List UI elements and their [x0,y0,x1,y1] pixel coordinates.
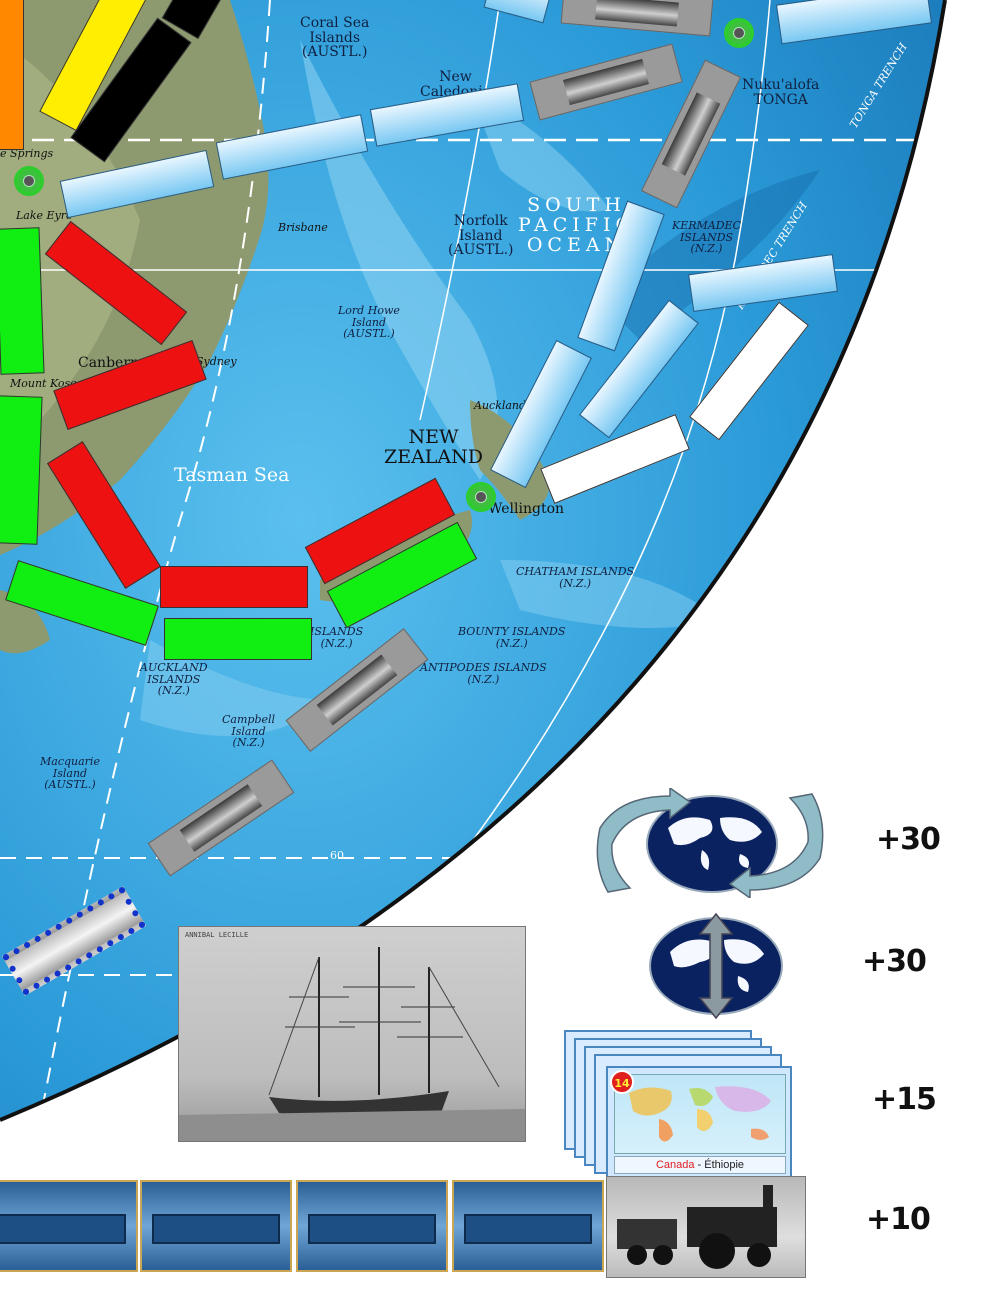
train-car-card[interactable] [140,1180,292,1272]
label-latitude-60: 60 [330,849,344,862]
label-south-pacific-ocean: SOUTH PACIFIC OCEAN [518,194,636,256]
label-wellington: Wellington [488,501,565,517]
longest-train-bonus-points: +10 [866,1202,931,1237]
label-mount-kosciuszko: Mount Kosc [10,377,77,390]
route-orange[interactable] [0,0,24,150]
label-nz-islands-partial: ISLANDS (N.Z.) [310,625,364,650]
ship-photo: ANNIBAL LECILLE [178,926,526,1142]
city-tonga[interactable] [724,18,754,48]
route-green-b[interactable] [0,395,43,545]
locomotive-icon [617,1185,777,1269]
circumnavigation-bonus-points: +30 [876,822,941,857]
label-lake-eyre: Lake Eyre [16,209,73,222]
city-alice-springs[interactable] [14,166,44,196]
ticket-world-map [614,1074,786,1154]
ticket-destination-text: Canada - Éthiopie [614,1156,786,1174]
sailing-ship-icon [179,947,525,1141]
label-norfolk-island: Norfolk Island (AUSTL.) [448,213,514,259]
label-lord-howe-island: Lord Howe Island (AUSTL.) [338,304,400,341]
ticket-from-city: Canada [655,1159,695,1171]
city-wellington[interactable] [466,482,496,512]
locomotive-photo [606,1176,806,1278]
route-red-d[interactable] [160,566,308,608]
train-car-card[interactable] [0,1180,138,1272]
ticket-points-badge: 14 [610,1070,634,1094]
route-green-d[interactable] [164,618,312,660]
train-car-card[interactable] [296,1180,448,1272]
label-tonga: Nuku'alofa TONGA [742,77,820,108]
globetrotter-bonus-icon [649,912,783,1020]
ticket-card[interactable]: 14 Canada - Éthiopie [606,1066,792,1178]
tickets-bonus-points: +15 [872,1082,937,1117]
label-bounty-islands: BOUNTY ISLANDS (N.Z.) [458,625,566,650]
ticket-to-city: Éthiopie [704,1159,745,1171]
ship-photo-caption: ANNIBAL LECILLE [185,931,249,939]
ticket-card-stack[interactable]: 14 Canada - Éthiopie [564,1030,796,1178]
label-new-zealand: NEW ZEALAND [384,426,483,468]
label-antipodes-islands: ANTIPODES ISLANDS (N.Z.) [420,661,547,686]
label-brisbane: Brisbane [278,221,328,234]
ticket-map-icon [629,1086,771,1142]
globetrotter-bonus-points: +30 [862,944,927,979]
label-chatham-islands: CHATHAM ISLANDS (N.Z.) [516,565,635,590]
route-green-a[interactable] [0,227,45,375]
label-macquarie-island: Macquarie Island (AUSTL.) [40,755,100,792]
label-alice-springs: e Springs [0,147,54,160]
ticket-separator: - [694,1159,705,1171]
label-tasman-sea: Tasman Sea [174,464,290,486]
label-campbell-island: Campbell Island (N.Z.) [222,713,276,750]
train-car-card[interactable] [452,1180,604,1272]
circumnavigation-bonus-icon [596,788,824,898]
label-auckland-islands: AUCKLAND ISLANDS (N.Z.) [140,661,208,698]
label-coral-sea-islands: Coral Sea Islands (AUSTL.) [300,15,370,61]
label-auckland: Auckland [474,399,527,412]
label-kermadec-islands: KERMADEC ISLANDS (N.Z.) [672,219,742,256]
label-sydney: Sydney [196,355,237,368]
